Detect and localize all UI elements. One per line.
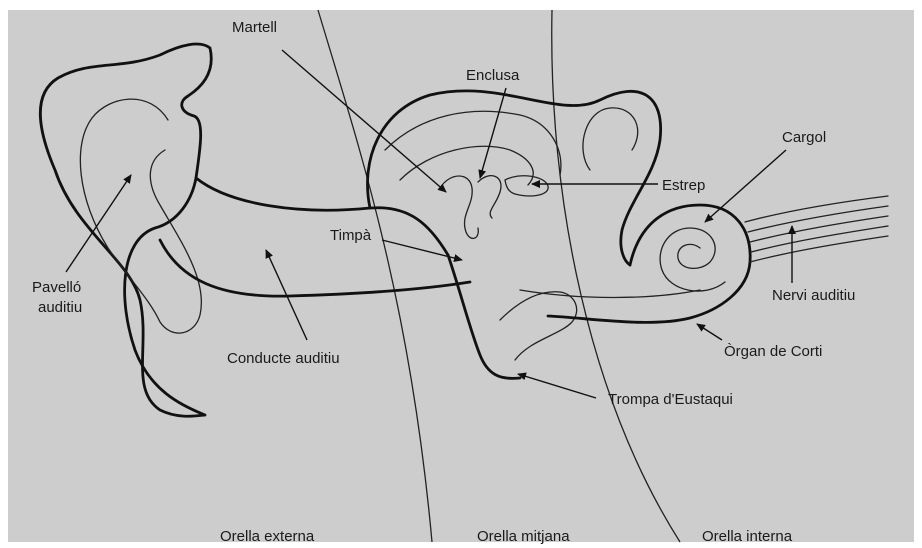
region-label-externa: Orella externa: [220, 528, 315, 545]
label-enclusa: Enclusa: [466, 67, 520, 84]
label-pavello-line2: auditiu: [38, 299, 82, 316]
region-label-mitjana: Orella mitjana: [477, 528, 570, 545]
label-martell: Martell: [232, 19, 277, 36]
label-cargol: Cargol: [782, 129, 826, 146]
label-conducte: Conducte auditiu: [227, 350, 340, 367]
region-label-interna: Orella interna: [702, 528, 793, 545]
label-pavello-line1: Pavelló: [32, 279, 81, 296]
label-estrep: Estrep: [662, 177, 705, 194]
label-organ: Òrgan de Corti: [724, 343, 822, 360]
label-trompa: Trompa d'Eustaqui: [608, 391, 733, 408]
label-timpa: Timpà: [330, 227, 372, 244]
label-nervi: Nervi auditiu: [772, 287, 855, 304]
